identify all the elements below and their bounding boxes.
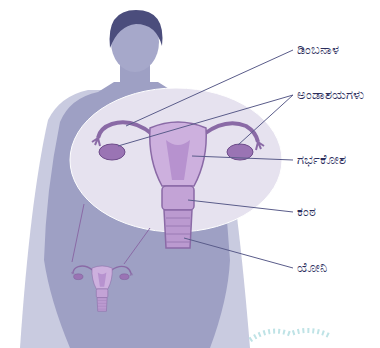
leader-line bbox=[118, 95, 293, 146]
part-label: ಕಂಠ bbox=[297, 203, 316, 221]
leader-line bbox=[238, 95, 293, 145]
part-label: ಯೋನಿ bbox=[297, 259, 327, 277]
part-label: ಅಂಡಾಶಯಗಳು bbox=[297, 86, 364, 104]
part-label: ಡಿಂಬನಾಳ bbox=[297, 41, 339, 59]
leader-line bbox=[184, 238, 293, 268]
leader-line bbox=[126, 50, 293, 126]
part-label: ಗರ್ಭಕೋಶ bbox=[297, 151, 346, 169]
leader-line bbox=[188, 200, 293, 212]
leader-line bbox=[192, 156, 293, 160]
